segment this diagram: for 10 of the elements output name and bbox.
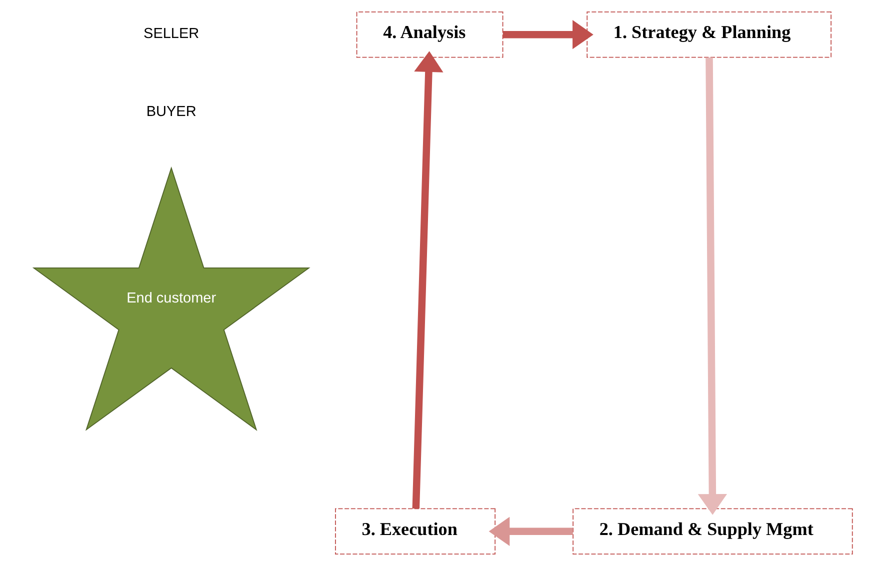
node-box: 3. Execution <box>334 508 496 555</box>
node-box: 1. Strategy & Planning <box>586 11 832 58</box>
node-box: 2. Demand & Supply Mgmt <box>572 508 852 555</box>
label: BUYER <box>146 104 196 120</box>
arrow <box>502 20 593 50</box>
node-box: 4. Analysis <box>356 11 503 58</box>
arrow <box>488 516 572 546</box>
arrow <box>697 57 727 515</box>
arrow <box>412 51 443 509</box>
label: SELLER <box>143 26 199 42</box>
